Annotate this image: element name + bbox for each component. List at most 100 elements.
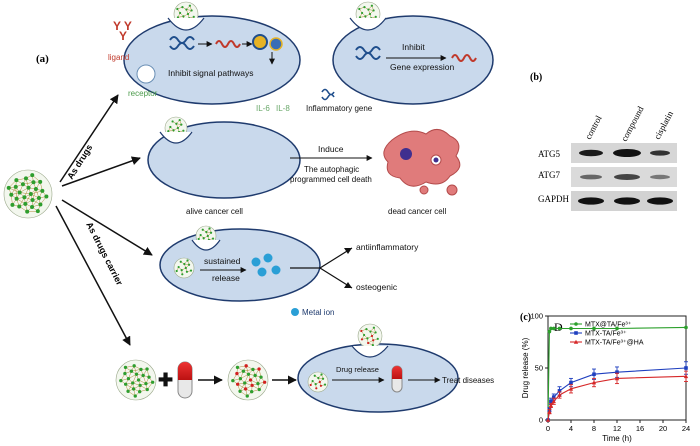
plus-icon: ✚ bbox=[158, 370, 173, 390]
ligand-icon: Y Y bbox=[113, 19, 132, 33]
row-atg5: ATG5 bbox=[538, 149, 560, 159]
data-point bbox=[545, 417, 551, 422]
data-point bbox=[684, 366, 688, 370]
band-gapdh-cisplatin bbox=[647, 197, 673, 205]
data-point bbox=[557, 389, 562, 393]
data-point bbox=[557, 392, 562, 397]
series-0 bbox=[546, 325, 688, 422]
metal-ion-label: Metal ion bbox=[302, 308, 334, 317]
dna-icon-2 bbox=[355, 46, 381, 60]
membrane-notch-1 bbox=[167, 17, 205, 31]
sustained-release-text-2: release bbox=[212, 273, 240, 283]
band-atg5-cisplatin bbox=[650, 150, 670, 156]
band-atg7-control bbox=[580, 174, 602, 180]
sustained-release-text-1: sustained bbox=[204, 256, 241, 266]
band-atg7-cisplatin bbox=[650, 174, 670, 180]
col-cisplatin: cisplatin bbox=[652, 109, 675, 141]
data-point bbox=[592, 372, 596, 377]
legend-label: MTX@TA/Fe³⁺ bbox=[585, 322, 632, 329]
panel-a-label: (a) bbox=[36, 53, 49, 65]
nanoparticle-carrier-empty bbox=[115, 359, 157, 401]
data-point bbox=[551, 399, 556, 404]
data-point bbox=[551, 326, 556, 331]
drug-release-label: Drug release bbox=[336, 365, 379, 374]
row-atg7: ATG7 bbox=[538, 170, 560, 180]
inhibit-label: Inhibit bbox=[402, 42, 425, 52]
arrow-to-cell-2 bbox=[61, 156, 141, 187]
data-point bbox=[568, 386, 574, 391]
nanoparticle-inside-cell-4 bbox=[173, 257, 195, 279]
data-point bbox=[614, 376, 620, 381]
apoptotic-body bbox=[446, 184, 458, 196]
metal-ion-legend-icon bbox=[291, 308, 299, 316]
data-point bbox=[591, 380, 597, 385]
arrow-to-cell-3 bbox=[61, 199, 153, 256]
band-gapdh-control bbox=[578, 197, 604, 205]
band-atg5-compound bbox=[613, 149, 641, 157]
cell-gene-expression bbox=[332, 15, 494, 105]
data-point bbox=[615, 326, 619, 331]
membrane-notch-4 bbox=[191, 239, 221, 251]
band-atg5-control bbox=[579, 149, 603, 157]
membrane-notch-5 bbox=[351, 345, 389, 358]
legend-entry: MTX-TA/Fe³⁺@HA bbox=[570, 340, 644, 347]
x-axis-label: Time (h) bbox=[602, 434, 632, 443]
data-point bbox=[549, 399, 553, 404]
ligand-label: ligand bbox=[108, 53, 129, 62]
treat-diseases-label: Treat diseases bbox=[442, 376, 494, 385]
col-control: control bbox=[583, 113, 604, 141]
data-point bbox=[569, 326, 573, 331]
inflammatory-gene-label: Inflammatory gene bbox=[306, 104, 373, 113]
y-axis-label: Drug release (%) bbox=[521, 337, 530, 398]
legend-entry: MTX@TA/Fe³⁺ bbox=[570, 322, 632, 329]
membrane-notch-3 bbox=[159, 131, 193, 144]
data-point bbox=[557, 326, 562, 331]
legend-entry: MTX-TA/Fe³⁺ bbox=[570, 331, 627, 338]
nanoparticle-cell-5 bbox=[357, 323, 383, 349]
autophagic-label-1: The autophagic bbox=[304, 165, 359, 174]
data-point bbox=[547, 409, 552, 414]
y-tick-label: 100 bbox=[530, 312, 543, 321]
panel-b-label: (b) bbox=[530, 72, 542, 83]
receptor-label: receptor bbox=[128, 89, 158, 98]
receptor-icon bbox=[136, 64, 156, 84]
dead-cancer-cell bbox=[383, 129, 461, 187]
metal-ions-cluster bbox=[251, 253, 281, 277]
row-gapdh: GAPDH bbox=[538, 194, 570, 204]
dead-cell-nucleus bbox=[400, 148, 412, 160]
rna-icon-2 bbox=[451, 54, 477, 62]
series-1 bbox=[546, 361, 688, 422]
x-tick-label: 24 bbox=[682, 424, 690, 433]
y-tick-label: 50 bbox=[535, 364, 543, 373]
y-tick-label: 0 bbox=[539, 416, 543, 425]
arrow-to-cell-1 bbox=[59, 94, 119, 183]
ligand-icon-2: Y bbox=[119, 29, 127, 43]
x-tick-label: 8 bbox=[592, 424, 596, 433]
panel-a: (a) As drugs As drugs carrier Y Y Y liga… bbox=[3, 1, 494, 413]
dead-cell-fragment-core bbox=[433, 157, 439, 163]
data-point bbox=[615, 370, 619, 374]
induce-label: Induce bbox=[318, 144, 344, 154]
data-point bbox=[551, 395, 556, 399]
alive-cancer-cell bbox=[147, 121, 301, 199]
alive-cell-label: alive cancer cell bbox=[186, 207, 243, 216]
data-point bbox=[683, 374, 689, 379]
legend-label: MTX-TA/Fe³⁺@HA bbox=[585, 340, 644, 347]
panel-b: (b) control compound cisplatin ATG5 ATG7… bbox=[530, 72, 677, 211]
autophagic-label-2: programmed cell death bbox=[290, 175, 372, 184]
dead-cell-label: dead cancer cell bbox=[388, 207, 446, 216]
protein-icon-2 bbox=[269, 37, 283, 51]
osteogenic-label: osteogenic bbox=[356, 282, 398, 292]
panel-c-label: (c) bbox=[520, 312, 531, 323]
nanoparticle-cluster-main bbox=[3, 169, 53, 219]
arrow-to-carrier bbox=[55, 205, 131, 346]
band-gapdh-compound bbox=[614, 197, 640, 205]
band-atg7-compound bbox=[614, 174, 640, 180]
gene-expression-label: Gene expression bbox=[390, 62, 455, 72]
arrow-split-tip-2 bbox=[344, 282, 352, 288]
x-tick-label: 4 bbox=[569, 424, 573, 433]
x-tick-label: 20 bbox=[659, 424, 667, 433]
